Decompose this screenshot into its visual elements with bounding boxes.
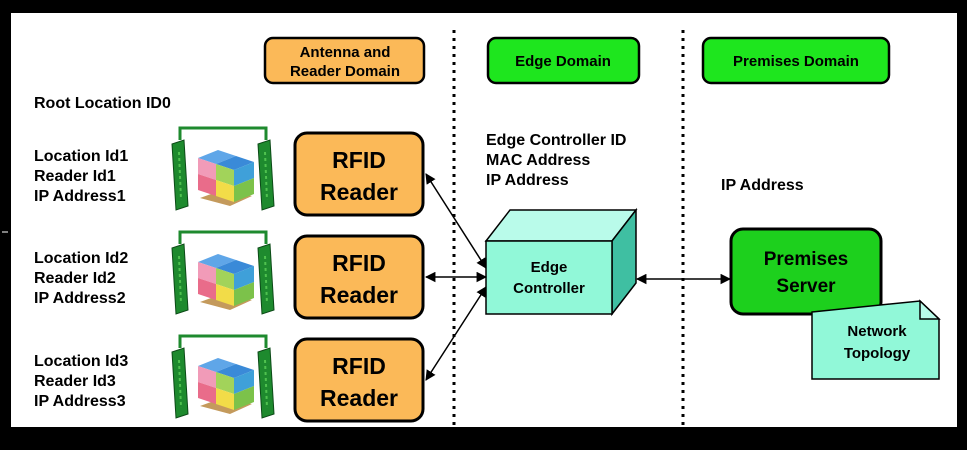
rfid-reader-3-line1: RFID bbox=[332, 353, 386, 379]
antenna-domain-line2: Reader Domain bbox=[290, 63, 400, 80]
location-3-info: Location Id3 Reader Id3 IP Address3 bbox=[34, 353, 128, 410]
premises-ip-label: IP Address bbox=[721, 177, 804, 194]
antenna-reader-domain-badge: Antenna and Reader Domain bbox=[263, 36, 426, 85]
edge-controller-line2: Controller bbox=[513, 280, 585, 297]
rfid-reader-2-line1: RFID bbox=[332, 250, 386, 276]
antenna-pallet-icon-3 bbox=[171, 334, 275, 419]
rfid-reader-1: RFID Reader bbox=[293, 131, 425, 217]
edge-mac-label: MAC Address bbox=[486, 152, 590, 169]
antenna-pallet-icon-1 bbox=[171, 126, 275, 211]
network-topology-note: Network Topology bbox=[811, 299, 941, 380]
location-2-ip: IP Address2 bbox=[34, 290, 126, 307]
rfid-reader-3: RFID Reader bbox=[293, 337, 425, 423]
rfid-reader-2: RFID Reader bbox=[293, 234, 425, 320]
rfid-reader-1-line1: RFID bbox=[332, 147, 386, 173]
premises-server-line2: Server bbox=[776, 276, 836, 297]
edge-controller-line1: Edge bbox=[531, 259, 568, 276]
rfid-reader-3-line2: Reader bbox=[320, 385, 398, 411]
network-topology-line2: Topology bbox=[844, 345, 911, 362]
root-location-label: Root Location ID0 bbox=[34, 95, 171, 112]
premises-domain-label: Premises Domain bbox=[733, 53, 859, 70]
network-topology-line1: Network bbox=[847, 323, 907, 340]
premises-domain-badge: Premises Domain bbox=[701, 36, 891, 85]
edge-controller-id-label: Edge Controller ID bbox=[486, 132, 626, 149]
location-2-id: Location Id2 bbox=[34, 250, 128, 267]
location-2-info: Location Id2 Reader Id2 IP Address2 bbox=[34, 250, 128, 307]
antenna-pallet-icon-2 bbox=[171, 230, 275, 315]
location-1-info: Location Id1 Reader Id1 IP Address1 bbox=[34, 148, 128, 205]
location-3-reader-id: Reader Id3 bbox=[34, 373, 116, 390]
edge-domain-label: Edge Domain bbox=[515, 53, 611, 70]
premises-server-line1: Premises bbox=[764, 249, 849, 270]
location-1-id: Location Id1 bbox=[34, 148, 128, 165]
location-1-reader-id: Reader Id1 bbox=[34, 168, 116, 185]
location-2-reader-id: Reader Id2 bbox=[34, 270, 116, 287]
location-3-id: Location Id3 bbox=[34, 353, 128, 370]
rfid-reader-1-line2: Reader bbox=[320, 179, 398, 205]
edge-ip-label: IP Address bbox=[486, 172, 569, 189]
antenna-domain-line1: Antenna and bbox=[300, 44, 391, 61]
rfid-reader-2-line2: Reader bbox=[320, 282, 398, 308]
premises-server-box: Premises Server bbox=[729, 227, 883, 316]
location-1-ip: IP Address1 bbox=[34, 188, 126, 205]
edge-controller-box: Edge Controller bbox=[484, 207, 638, 317]
location-3-ip: IP Address3 bbox=[34, 393, 126, 410]
arrow-reader3-edge bbox=[425, 286, 487, 381]
arrow-reader1-edge bbox=[425, 173, 487, 269]
edge-info: Edge Controller ID MAC Address IP Addres… bbox=[486, 132, 626, 189]
edge-domain-badge: Edge Domain bbox=[486, 36, 641, 85]
